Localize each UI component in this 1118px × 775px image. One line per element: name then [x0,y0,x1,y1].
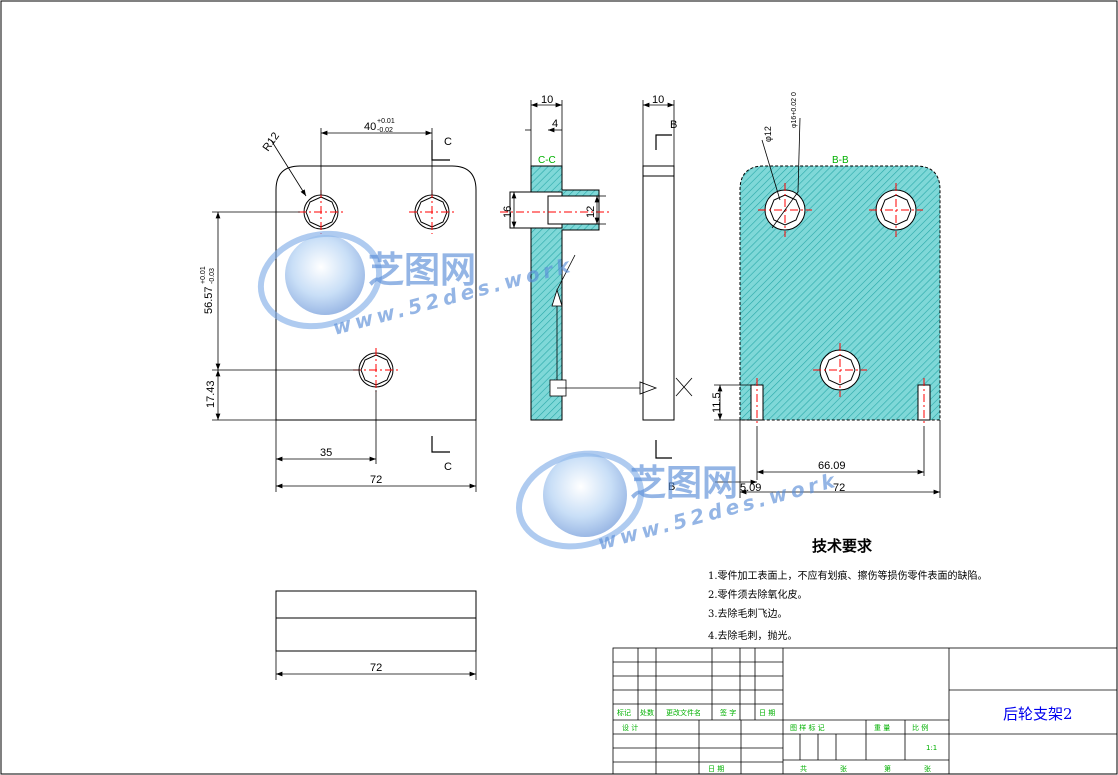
tb-sheet-no: 第 [884,764,891,773]
dim-width: 72 [833,482,845,494]
dim-lower: 17.43 [205,380,217,408]
part-name: 后轮支架2 [1003,705,1073,723]
tb-header-sign: 签 字 [720,708,736,717]
title-block [612,647,1118,775]
watermark-1: 芝图网 www.52des.work [257,230,576,340]
tb-header-date: 日 期 [759,709,775,717]
dim-thickness: 10 [652,94,664,106]
tech-item-3: 3.去除毛刺飞边。 [708,607,788,620]
tb-scale: 1:1 [926,744,937,752]
dim-span: 66.09 [818,460,846,472]
dim-hole-small: φ12 [763,126,773,142]
dim-height: 11.5 [711,392,723,413]
section-label-c-top: C [444,136,452,148]
section-label-c-bottom: C [444,461,452,473]
dim-top-tol-lower: -0.02 [377,127,393,134]
dim-bore-outer: 16 [502,206,514,218]
section-b-label: B-B [832,155,849,166]
side-view: 10 B B [642,94,693,493]
dim-top-tol-upper: +0.01 [377,118,395,125]
tb-date: 日 期 [708,765,724,773]
tb-stage-header: 图 样 标 记 [790,723,825,732]
dim-width: 72 [370,662,382,674]
dim-radius: R12 [261,130,282,153]
watermark-brand: 芝图网 [630,463,738,504]
watermark-2: 芝图网 www.52des.work [515,450,841,555]
dim-vertical-value: 56.57 [203,286,215,314]
dim-hole-dia-tol: φ16+0.02 0 [791,92,798,128]
section-c-view: 10 4 16 12 C-C [500,94,658,421]
tb-sheet-total: 共 [800,764,807,773]
tb-scale-header: 比 例 [912,723,928,732]
tb-weight-header: 重 量 [874,724,890,732]
title-block-text: 标记 处数 更改文件名 签 字 日 期 设 计 日 期 图 样 标 记 重 量 … [617,705,1073,773]
dim-offset: 5.09 [740,482,761,494]
dim-step: 4 [552,118,558,130]
dim-top-value: 40 [364,121,376,133]
tb-sheet-unit-1: 张 [840,764,847,773]
tech-title: 技术要求 [812,537,873,555]
dim-vertical-tol-upper: +0.01 [200,266,207,284]
tb-header-mark: 标记 [617,708,631,717]
tech-item-4: 4.去除毛刺，抛光。 [708,629,798,642]
tech-item-1: 1.零件加工表面上，不应有划痕、擦伤等损伤零件表面的缺陷。 [708,569,988,582]
front-view: 40 +0.01 -0.02 R12 56.57 +0.01 -0.03 17.… [200,118,477,492]
section-c-label: C-C [538,155,556,166]
section-label-b-top: B [670,119,677,131]
tech-item-2: 2.零件须去除氧化皮。 [708,588,808,601]
tb-header-file: 更改文件名 [666,708,701,717]
watermark-brand: 芝图网 [368,250,476,291]
tb-design: 设 计 [622,723,638,732]
section-b-view: φ16+0.02 0 φ12 11.5 66.09 5.09 72 B-B [711,92,941,498]
dim-thickness: 10 [541,94,553,106]
dim-width: 72 [370,474,382,486]
section-label-b-bottom: B [668,481,675,493]
dim-vertical-tol-lower: -0.03 [209,268,216,284]
tb-header-count: 处数 [640,708,654,717]
tb-sheet-unit-2: 张 [924,764,931,773]
dim-hole-x: 35 [320,447,332,459]
bottom-view: 72 [275,590,477,680]
technical-requirements: 技术要求 1.零件加工表面上，不应有划痕、擦伤等损伤零件表面的缺陷。 2.零件须… [708,537,988,642]
dim-bore-inner: 12 [585,206,597,218]
